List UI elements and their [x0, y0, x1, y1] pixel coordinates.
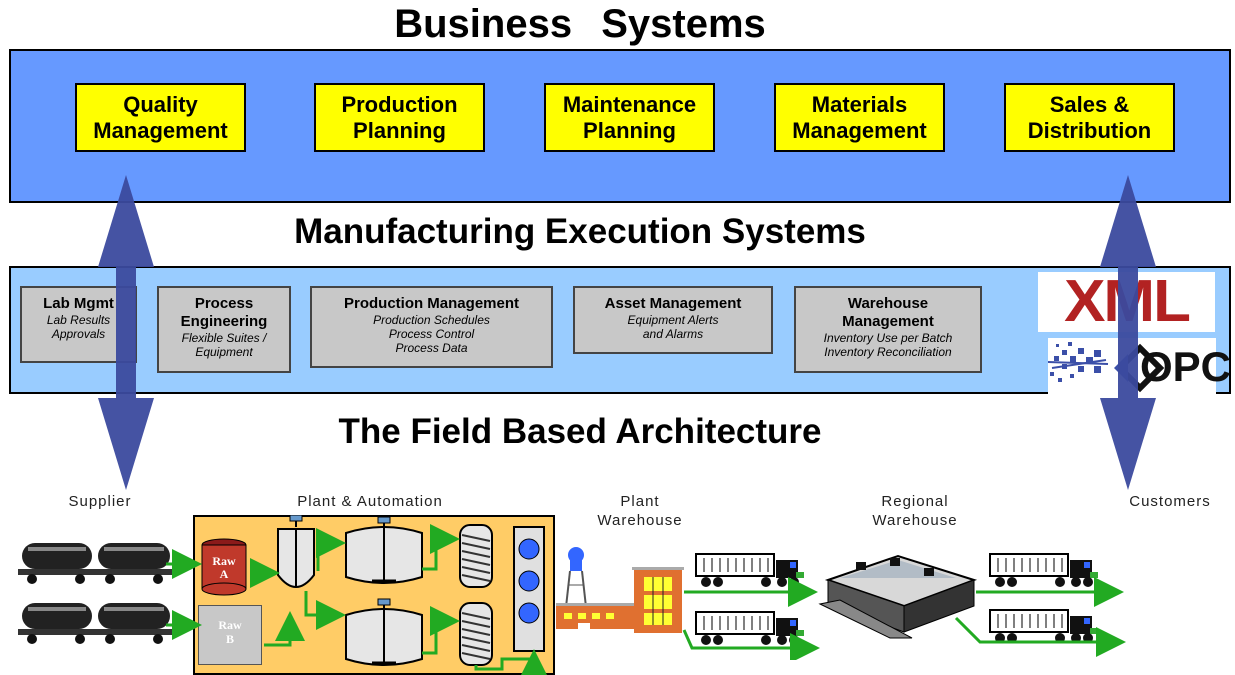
lower-reactor	[345, 598, 423, 666]
filter-rack	[513, 526, 545, 652]
raw-b-label: Raw B	[198, 618, 262, 646]
mixer-vessel	[277, 515, 315, 588]
box-line: Quality	[123, 91, 198, 117]
module-detail: Lab Results	[46, 313, 111, 327]
truck-icon	[695, 553, 805, 588]
label-line: Regional	[881, 493, 949, 510]
production-planning-box[interactable]: Production Planning	[314, 83, 485, 152]
opc-logo-text: OPC	[1140, 343, 1232, 390]
module-detail: Production Schedules	[373, 313, 490, 327]
module-heading: Process Engineering	[180, 295, 268, 330]
module-detail: Flexible Suites /	[181, 331, 267, 345]
tank-car-row	[18, 543, 174, 584]
box-line: Management	[792, 117, 927, 143]
rail-tank-cars-icon	[18, 543, 174, 644]
module-detail: Inventory Reconciliation	[824, 345, 952, 359]
box-line: Management	[93, 117, 228, 143]
module-detail: and Alarms	[642, 327, 704, 341]
raw-a-label: Raw A	[202, 555, 246, 581]
truck-icon	[989, 609, 1099, 644]
label-line: Warehouse	[872, 512, 958, 529]
asset-management-box[interactable]: Asset Management Equipment Alerts and Al…	[573, 286, 773, 354]
business-systems-title: Business Systems	[394, 2, 766, 46]
module-detail: Equipment	[195, 345, 253, 359]
upper-reactor	[345, 516, 423, 584]
module-heading: Asset Management	[604, 295, 742, 312]
process-flow-diagram	[166, 515, 549, 675]
label-line: B	[225, 632, 234, 646]
module-heading: Production Management	[343, 295, 519, 312]
maintenance-planning-box[interactable]: Maintenance Planning	[544, 83, 715, 152]
upper-coil-column	[459, 524, 493, 588]
box-line: Planning	[353, 117, 446, 143]
process-engineering-box[interactable]: Process Engineering Flexible Suites / Eq…	[157, 286, 291, 373]
field-architecture-title: The Field Based Architecture	[338, 412, 822, 451]
module-detail: Approvals	[51, 327, 106, 341]
label-line: A	[219, 567, 229, 581]
box-line: Sales &	[1049, 91, 1130, 117]
raw-a-tank	[201, 538, 247, 596]
plant-warehouse-label: Plant Warehouse	[580, 492, 700, 530]
module-heading: Lab Mgmt	[43, 295, 114, 312]
truck-icon	[989, 553, 1099, 588]
plant-warehouse-building	[556, 547, 684, 633]
sales-distribution-box[interactable]: Sales & Distribution	[1004, 83, 1175, 152]
label-line: Plant	[620, 493, 660, 510]
module-heading: Warehouse Management	[842, 295, 934, 330]
module-detail: Process Control	[388, 327, 475, 341]
supplier-label: Supplier	[68, 493, 132, 510]
left-double-arrow	[98, 175, 154, 490]
right-double-arrow	[1100, 175, 1156, 490]
raw-b-container	[198, 605, 262, 665]
production-management-box[interactable]: Production Management Production Schedul…	[310, 286, 553, 368]
label-line: Warehouse	[597, 512, 683, 529]
plant-automation-label: Plant & Automation	[297, 493, 443, 510]
quality-management-box[interactable]: Quality Management	[75, 83, 246, 152]
distribution-flow	[682, 553, 1126, 660]
box-line: Production	[341, 91, 458, 117]
mes-title: Manufacturing Execution Systems	[294, 212, 866, 251]
regional-warehouse-building	[818, 554, 978, 639]
regional-warehouse-label: Regional Warehouse	[850, 492, 980, 530]
module-detail: Inventory Use per Batch	[823, 331, 953, 345]
module-detail: Process Data	[395, 341, 468, 355]
box-line: Distribution	[1027, 117, 1152, 143]
box-line: Planning	[583, 117, 676, 143]
lower-coil-column	[459, 602, 493, 666]
materials-management-box[interactable]: Materials Management	[774, 83, 945, 152]
box-line: Materials	[811, 91, 908, 117]
module-detail: Equipment Alerts	[627, 313, 719, 327]
box-line: Maintenance	[562, 91, 697, 117]
truck-icon	[695, 611, 805, 646]
warehouse-management-box[interactable]: Warehouse Management Inventory Use per B…	[794, 286, 982, 373]
label-line: Raw	[212, 554, 236, 568]
label-line: Raw	[218, 618, 242, 632]
customers-label: Customers	[1129, 493, 1211, 510]
